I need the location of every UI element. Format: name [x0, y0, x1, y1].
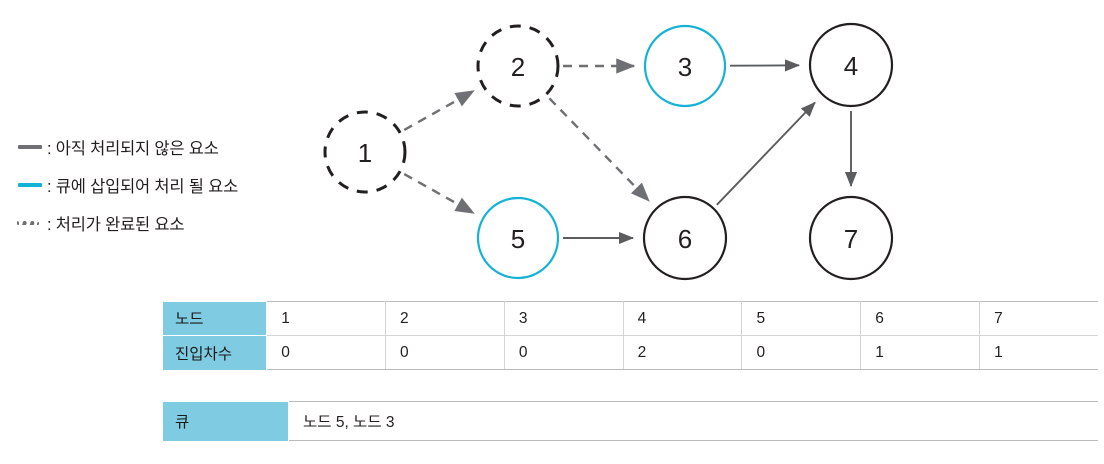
table-row-degrees: 진입차수 0 0 0 2 0 1 1 [163, 335, 1098, 370]
legend-item-label: : 처리가 완료된 요소 [47, 216, 185, 234]
node-cell: 3 [503, 301, 624, 336]
legend-item-queued: : 큐에 삽입되어 처리 될 요소 [16, 166, 316, 204]
graph-node-1[interactable]: 1 [323, 110, 407, 194]
node-label: 3 [678, 52, 692, 82]
table-row-nodes: 노드 1 2 3 4 5 6 7 [163, 301, 1098, 336]
node-circle [808, 195, 894, 281]
legend-item-label: : 아직 처리되지 않은 요소 [47, 140, 219, 158]
table-row-queue: 큐 노드 5, 노드 3 [163, 401, 1098, 441]
node-circle [476, 196, 560, 280]
degree-cell: 0 [741, 335, 862, 370]
queue-contents-cell: 노드 5, 노드 3 [288, 401, 1098, 441]
node-label: 7 [844, 224, 858, 254]
node-circle [323, 110, 407, 194]
graph-node-4[interactable]: 4 [808, 22, 894, 108]
row-header-node: 노드 [163, 301, 268, 336]
row-header-indegree: 진입차수 [163, 335, 268, 370]
graph-edge-2-to-6 [548, 97, 650, 202]
node-cell: 5 [741, 301, 862, 336]
solid-cyan-line-icon [16, 178, 42, 192]
degree-cell: 0 [266, 335, 387, 370]
node-circle [642, 195, 728, 281]
solid-gray-line-icon [16, 140, 42, 154]
node-label: 5 [511, 224, 525, 254]
degree-cell: 0 [385, 335, 505, 370]
node-cell: 4 [622, 301, 743, 336]
degree-cell: 2 [622, 335, 743, 370]
legend: : 아직 처리되지 않은 요소 : 큐에 삽입되어 처리 될 요소 : 처리가 … [16, 128, 316, 242]
graph-nodes: 1 2 3 4 5 6 7 [323, 22, 894, 281]
node-cell: 6 [860, 301, 981, 336]
degree-cell: 0 [503, 335, 624, 370]
legend-item-unprocessed: : 아직 처리되지 않은 요소 [16, 128, 316, 166]
node-circle [476, 24, 560, 108]
node-label: 2 [511, 52, 525, 82]
legend-item-done: : 처리가 완료된 요소 [16, 204, 316, 242]
node-cell: 1 [266, 301, 387, 336]
graph-edges [403, 58, 858, 245]
row-header-queue: 큐 [163, 401, 289, 441]
graph-diagram: 1 2 3 4 5 6 7 [323, 22, 894, 281]
node-circle [808, 22, 894, 108]
graph-node-5[interactable]: 5 [476, 196, 560, 280]
graph-edge-1-to-2 [403, 89, 475, 131]
graph-node-3[interactable]: 3 [643, 24, 727, 108]
dotted-gray-line-icon [16, 216, 42, 230]
node-cell: 7 [979, 301, 1098, 336]
graph-node-6[interactable]: 6 [642, 195, 728, 281]
node-cell: 2 [385, 301, 505, 336]
graph-node-7[interactable]: 7 [808, 195, 894, 281]
queue-table: 큐 노드 5, 노드 3 [163, 401, 1098, 441]
graph-edge-6-to-4 [716, 101, 816, 206]
degree-cell: 1 [860, 335, 981, 370]
indegree-table: 노드 1 2 3 4 5 6 7 진입차수 0 0 0 2 0 1 1 [163, 301, 1098, 370]
degree-cell: 1 [979, 335, 1098, 370]
node-circle [643, 24, 727, 108]
graph-edge-1-to-5 [403, 173, 475, 215]
graph-node-2[interactable]: 2 [476, 24, 560, 108]
node-label: 4 [844, 51, 858, 81]
node-label: 1 [358, 138, 372, 168]
legend-item-label: : 큐에 삽입되어 처리 될 요소 [47, 178, 239, 196]
node-label: 6 [678, 224, 692, 254]
